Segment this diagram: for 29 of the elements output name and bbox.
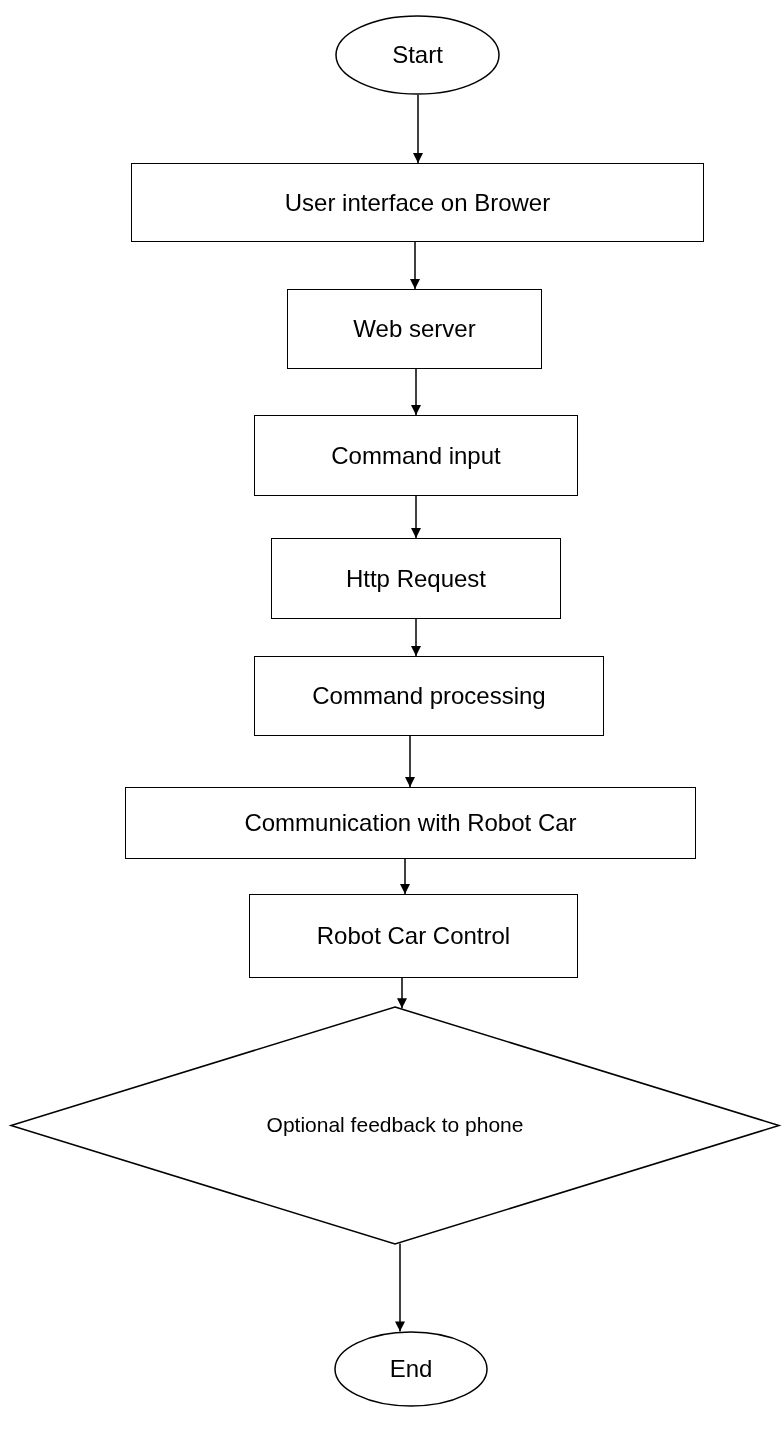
process-box	[287, 289, 542, 369]
node-label: End	[389, 1354, 433, 1384]
terminal-oval	[334, 1331, 488, 1407]
process-box	[249, 894, 578, 978]
node-label: Command input	[331, 440, 501, 471]
node-label: Communication with Robot Car	[244, 808, 577, 838]
terminal-oval	[335, 15, 500, 95]
arrow	[405, 735, 415, 788]
process-box	[254, 656, 604, 736]
node-label: Robot Car Control	[316, 921, 511, 951]
node-label: User interface on Brower	[284, 187, 551, 218]
node-label: Web server	[353, 314, 476, 344]
process-box	[271, 538, 561, 619]
node-label: Command processing	[312, 681, 546, 711]
arrow	[413, 94, 423, 164]
arrow	[397, 977, 407, 1009]
process-box	[131, 163, 704, 242]
node-label: Start	[392, 40, 443, 70]
process-box	[254, 415, 578, 496]
arrow	[411, 618, 421, 657]
arrow	[411, 495, 421, 539]
process-box	[125, 787, 696, 859]
arrow	[411, 368, 421, 416]
decision-diamond	[10, 1006, 780, 1245]
arrow	[410, 241, 420, 290]
arrow	[395, 1242, 405, 1333]
arrow	[400, 858, 410, 895]
node-label: Http Request	[345, 563, 487, 594]
node-label: Optional feedback to phone	[266, 1112, 524, 1139]
